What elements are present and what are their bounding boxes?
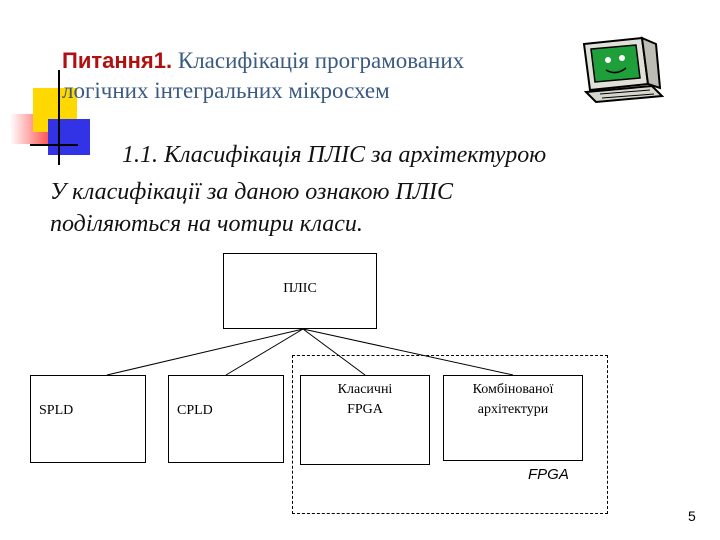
node-cpld: CPLD: [168, 375, 284, 463]
paragraph-line2: поділяються на чотири класи.: [50, 211, 363, 237]
decor-vertical-line: [58, 70, 60, 165]
title-bold: Питання1.: [62, 48, 173, 73]
slide-title: Питання1. Класифікація програмованих лог…: [62, 46, 464, 106]
fpga-group-label: FPGA: [528, 466, 569, 483]
page-number: 5: [688, 508, 696, 524]
connector-cpld: [225, 328, 304, 376]
node-spld-label: SPLD: [39, 403, 74, 418]
connector-combined: [302, 328, 514, 376]
node-plis-label: ПЛІС: [283, 281, 317, 296]
node-combined-line1: Комбінованої: [472, 382, 554, 397]
node-cpld-label: CPLD: [177, 403, 213, 418]
decor-blue-square: [48, 119, 90, 155]
decor-horizontal-line: [30, 144, 78, 146]
section-heading: 1.1. Класифікація ПЛІС за архітектурою: [122, 142, 547, 168]
node-combined-architecture: Комбінованої архітектури: [443, 375, 583, 461]
node-classic-line1: Класичні: [337, 382, 393, 397]
title-line2: логічних інтегральних мікросхем: [62, 78, 390, 103]
node-classic-fpga: Класичні FPGA: [300, 375, 430, 465]
connector-classic: [302, 328, 366, 376]
node-spld: SPLD: [30, 375, 146, 463]
fpga-group-frame: [292, 355, 608, 514]
node-combined-line2: архітектури: [477, 402, 549, 417]
node-plis: ПЛІС: [223, 253, 377, 329]
paragraph-line1: У класифікації за даною ознакою ПЛІС: [50, 179, 454, 205]
computer-monitor-icon: [578, 36, 665, 109]
description-paragraph: У класифікації за даною ознакою ПЛІС под…: [50, 176, 453, 240]
title-line1: Класифікація програмованих: [172, 48, 465, 73]
connector-spld: [106, 328, 304, 376]
node-classic-line2: FPGA: [347, 402, 383, 417]
